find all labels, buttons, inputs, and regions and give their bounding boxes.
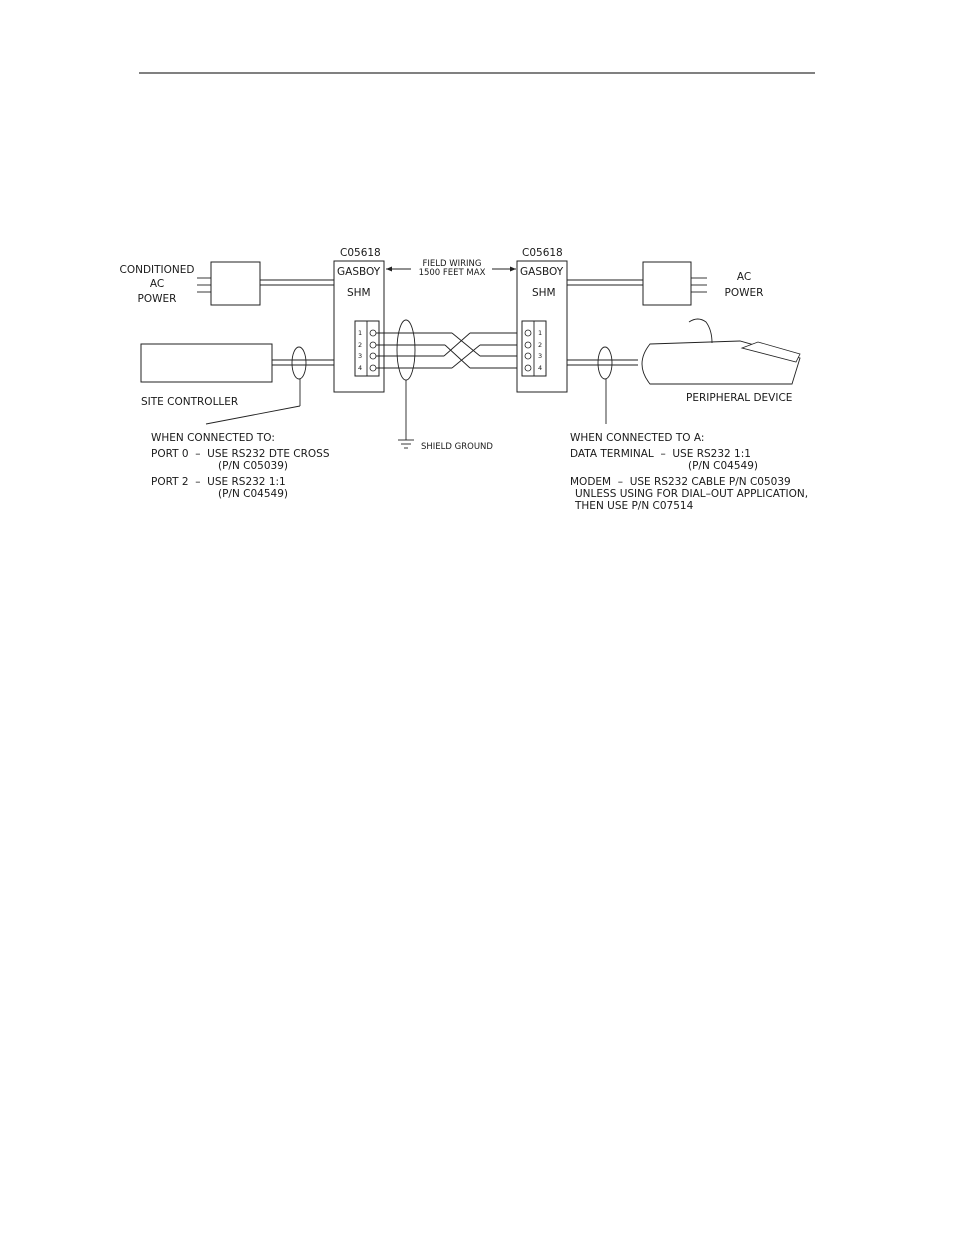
left-shm-module: [333, 260, 385, 393]
right-terminal-2: 2: [538, 341, 542, 349]
left-power-label-3: POWER: [138, 293, 177, 305]
peripheral-device-label: PERIPHERAL DEVICE: [686, 392, 792, 404]
right-shm-brand: GASBOY: [520, 266, 564, 278]
left-terminal-3: 3: [358, 352, 362, 360]
left-power-label-1: CONDITIONED: [120, 264, 195, 276]
right-terminal-3: 3: [538, 352, 542, 360]
right-note-modem: MODEM – USE RS232 CABLE P/N C05039: [570, 476, 791, 488]
left-shm-brand: GASBOY: [337, 266, 381, 278]
field-wiring-arrows: [386, 266, 516, 272]
left-shm-part-number: C05618: [340, 247, 381, 259]
right-shm-part-number: C05618: [522, 247, 563, 259]
field-wiring-label-2: 1500 FEET MAX: [419, 268, 486, 278]
left-power-label-2: AC: [150, 278, 164, 290]
left-terminal-2: 2: [358, 341, 362, 349]
field-wiring-cable: [376, 319, 524, 449]
right-terminal-block: 1 2 3 4: [524, 329, 542, 372]
right-note-modem-unless: UNLESS USING FOR DIAL–OUT APPLICATION,: [575, 488, 808, 500]
left-note-port2: PORT 2 – USE RS232 1:1: [151, 476, 286, 488]
right-note-heading: WHEN CONNECTED TO A:: [570, 432, 704, 444]
right-note-data-terminal-pn: (P/N C04549): [688, 460, 758, 472]
cable-shield: [396, 319, 416, 381]
left-terminal-1: 1: [358, 329, 362, 337]
right-power-supply: [567, 261, 707, 306]
left-cable-ferrite: [291, 346, 307, 380]
left-note-port0: PORT 0 – USE RS232 DTE CROSS: [151, 448, 330, 460]
left-power-supply: [197, 261, 334, 306]
right-note-modem-then: THEN USE P/N C07514: [574, 500, 694, 512]
left-note-heading: WHEN CONNECTED TO:: [151, 432, 275, 444]
left-terminal-4: 4: [358, 364, 362, 372]
right-shm-module: [516, 260, 568, 393]
right-note-data-terminal: DATA TERMINAL – USE RS232 1:1: [570, 448, 751, 460]
shield-ground-label: SHIELD GROUND: [421, 442, 493, 452]
left-note-port2-pn: (P/N C04549): [218, 488, 288, 500]
right-shm-model: SHM: [532, 287, 556, 299]
right-terminal-1: 1: [538, 329, 542, 337]
right-power-label-1: AC: [737, 271, 751, 283]
right-power-label-2: POWER: [725, 287, 764, 299]
left-note-port0-pn: (P/N C05039): [218, 460, 288, 472]
right-terminal-4: 4: [538, 364, 542, 372]
right-cable-ferrite: [597, 346, 613, 380]
site-controller: [140, 343, 334, 425]
field-wiring-label-1: FIELD WIRING: [422, 259, 481, 269]
peripheral-device: [567, 318, 801, 424]
site-controller-label: SITE CONTROLLER: [141, 396, 238, 408]
left-shm-model: SHM: [347, 287, 371, 299]
